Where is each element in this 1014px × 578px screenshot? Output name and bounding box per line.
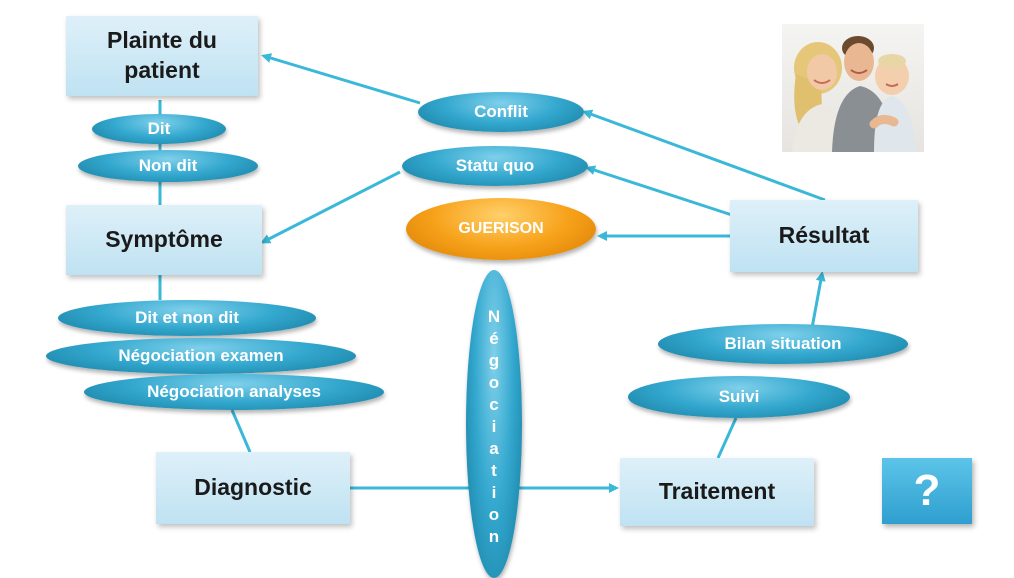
connector-analyses-diagnostic [230, 409, 252, 453]
oval-negociation-analyses: Négociation analyses [84, 374, 384, 410]
box-plainte-du-patient: Plainte du patient [66, 16, 258, 96]
connector-traitement-suivi [716, 417, 738, 459]
oval-conflit: Conflit [418, 92, 584, 132]
family-photo-illustration [792, 36, 916, 152]
oval-dit-et-non-dit: Dit et non dit [58, 300, 316, 336]
negociation-letter: N [487, 307, 501, 326]
oval-guerison: GUERISON [406, 198, 596, 260]
oval-bilan-situation: Bilan situation [658, 324, 908, 364]
box-symptome: Symptôme [66, 205, 262, 275]
negociation-letter: o [488, 505, 500, 524]
negociation-letter: o [488, 373, 500, 392]
family-photo [782, 24, 924, 152]
negociation-letter: c [489, 395, 499, 414]
arrow-statuquo-symptome [260, 170, 401, 244]
arrow-conflit-plainte [261, 53, 421, 105]
negociation-letter: i [491, 417, 497, 436]
box-resultat: Résultat [730, 200, 918, 272]
arrow-resultat-statuquo [585, 165, 736, 218]
negociation-letter: a [489, 439, 499, 458]
negociation-letter: n [488, 527, 500, 546]
arrow-resultat-conflit [582, 109, 826, 202]
oval-statu-quo: Statu quo [402, 146, 588, 186]
box-traitement: Traitement [620, 458, 814, 526]
oval-non-dit: Non dit [78, 150, 258, 182]
arrow-bilan-resultat [810, 271, 826, 329]
negociation-letter: i [491, 483, 497, 502]
box-diagnostic: Diagnostic [156, 452, 350, 524]
oval-dit: Dit [92, 114, 226, 144]
question-mark-button: ? [882, 458, 972, 524]
negociation-letter: g [488, 351, 500, 370]
oval-negociation-examen: Négociation examen [46, 338, 356, 374]
oval-suivi: Suivi [628, 376, 850, 418]
negociation-letter: t [491, 461, 497, 480]
negociation-letter: é [489, 329, 499, 348]
